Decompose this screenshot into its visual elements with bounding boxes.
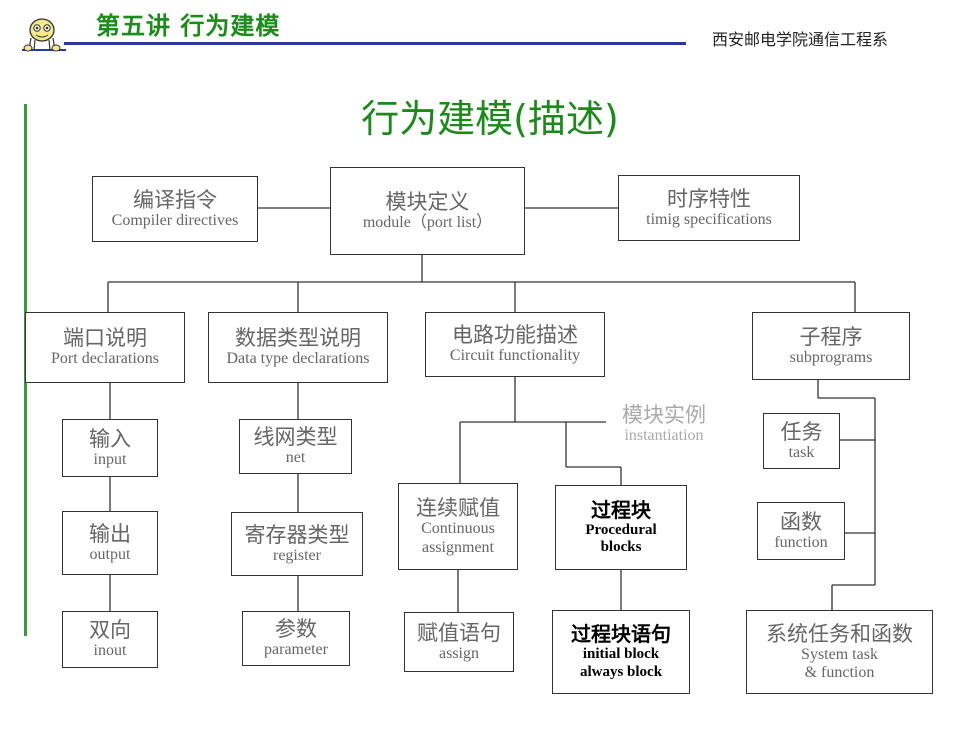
function-box: 函数 function bbox=[757, 502, 845, 560]
task-box: 任务 task bbox=[763, 413, 840, 469]
net-type-box: 线网类型 net bbox=[239, 419, 352, 474]
module-instantiation-box: 模块实例 instantiation bbox=[606, 397, 722, 452]
data-type-declarations-box: 数据类型说明 Data type declarations bbox=[208, 312, 388, 383]
port-declarations-box: 端口说明 Port declarations bbox=[25, 312, 185, 383]
inout-box: 双向 inout bbox=[62, 611, 158, 668]
procedural-statement-box: 过程块语句 initial block always block bbox=[552, 610, 690, 694]
slide-title: 行为建模(描述) bbox=[361, 97, 619, 141]
compiler-directives-box: 编译指令 Compiler directives bbox=[92, 176, 258, 242]
system-task-function-box: 系统任务和函数 System task & function bbox=[746, 610, 933, 694]
department-name: 西安邮电学院通信工程系 bbox=[712, 30, 889, 49]
assign-statement-box: 赋值语句 assign bbox=[404, 612, 514, 672]
module-definition-box: 模块定义 module（port list） bbox=[330, 167, 525, 255]
continuous-assignment-box: 连续赋值 Continuous assignment bbox=[398, 483, 518, 570]
lecture-title: 第五讲 行为建模 bbox=[96, 12, 281, 40]
circuit-functionality-box: 电路功能描述 Circuit functionality bbox=[425, 312, 605, 377]
timing-specifications-box: 时序特性 timig specifications bbox=[618, 175, 800, 241]
procedural-blocks-box: 过程块 Procedural blocks bbox=[555, 485, 687, 570]
register-type-box: 寄存器类型 register bbox=[231, 512, 363, 576]
subprograms-box: 子程序 subprograms bbox=[752, 312, 910, 380]
mascot-logo-icon bbox=[22, 16, 66, 56]
header-divider bbox=[64, 42, 686, 45]
parameter-box: 参数 parameter bbox=[242, 611, 350, 666]
input-box: 输入 input bbox=[62, 419, 158, 477]
output-box: 输出 output bbox=[62, 511, 158, 575]
